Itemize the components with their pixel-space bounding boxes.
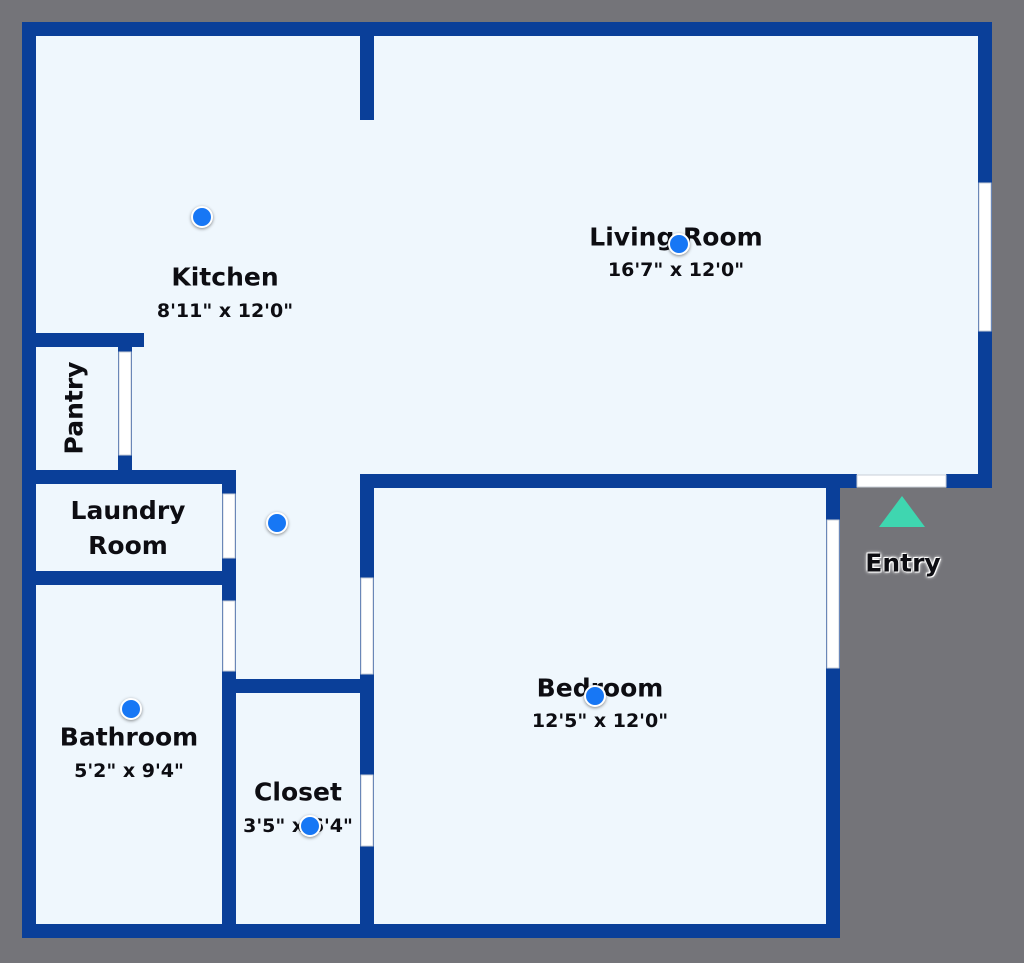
door-closet — [360, 774, 374, 847]
room-name-bathroom: Bathroom — [59, 722, 199, 752]
wall-entry-top — [360, 474, 857, 488]
door-laundry — [222, 493, 236, 559]
door-bedroom — [360, 577, 374, 675]
hotspot-closet[interactable] — [299, 815, 321, 837]
hotspot-bedroom[interactable] — [584, 685, 606, 707]
door-bathroom — [222, 600, 236, 672]
triangle-up-icon — [879, 496, 925, 527]
hotspot-hallway[interactable] — [266, 512, 288, 534]
wall-entry-right — [946, 474, 992, 488]
wall-pantry-top — [22, 333, 144, 347]
wall-outer-top — [22, 22, 992, 36]
window-bedroom — [826, 519, 840, 669]
room-dimensions-kitchen: 8'11" x 12'0" — [156, 300, 294, 322]
door-entry — [856, 474, 947, 488]
wall-closet-top — [222, 679, 374, 693]
wall-kitchen-stub — [360, 22, 374, 120]
room-name-pantry: Pantry — [59, 361, 89, 455]
floor-upper — [28, 28, 985, 481]
floor-lower — [28, 478, 833, 932]
room-name-closet: Closet — [254, 777, 342, 807]
wall-hall-left — [222, 470, 236, 938]
room-name-laundry-room: Laundry Room — [70, 496, 186, 560]
room-dimensions-living-room: 16'7" x 12'0" — [607, 259, 745, 281]
room-name-kitchen: Kitchen — [171, 262, 279, 292]
wall-laundry-bottom — [22, 571, 236, 585]
entry-label: Entry — [865, 548, 941, 578]
room-dimensions-closet: 3'5" x 6'4" — [243, 815, 353, 837]
room-dimensions-bathroom: 5'2" x 9'4" — [74, 760, 184, 782]
wall-bottom — [22, 924, 840, 938]
hotspot-living-room[interactable] — [668, 233, 690, 255]
door-pantry — [118, 351, 132, 456]
window-living-room — [978, 182, 992, 332]
floor-fill — [28, 28, 985, 932]
openings — [118, 182, 992, 847]
wall-bedroom-left — [360, 474, 374, 938]
hotspot-bathroom[interactable] — [120, 698, 142, 720]
room-dimensions-bedroom: 12'5" x 12'0" — [531, 710, 669, 732]
hotspot-kitchen[interactable] — [191, 206, 213, 228]
wall-laundry-top — [22, 470, 236, 484]
